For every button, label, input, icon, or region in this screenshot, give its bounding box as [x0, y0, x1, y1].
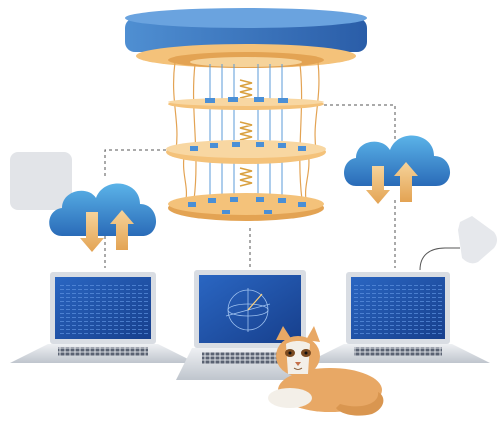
bloch-sphere-icon [225, 288, 271, 332]
placeholder-box [10, 152, 72, 210]
cat-icon [268, 326, 384, 416]
laptop-icon [306, 272, 490, 363]
chat-bubble-icon [419, 216, 497, 271]
cloud-upload-download-icon [49, 183, 157, 252]
laptop-icon [10, 272, 196, 363]
network-connections [104, 104, 396, 268]
laptop-icon [176, 270, 320, 380]
quantum-computer-icon [125, 8, 367, 221]
cloud-upload-download-icon [344, 135, 451, 204]
